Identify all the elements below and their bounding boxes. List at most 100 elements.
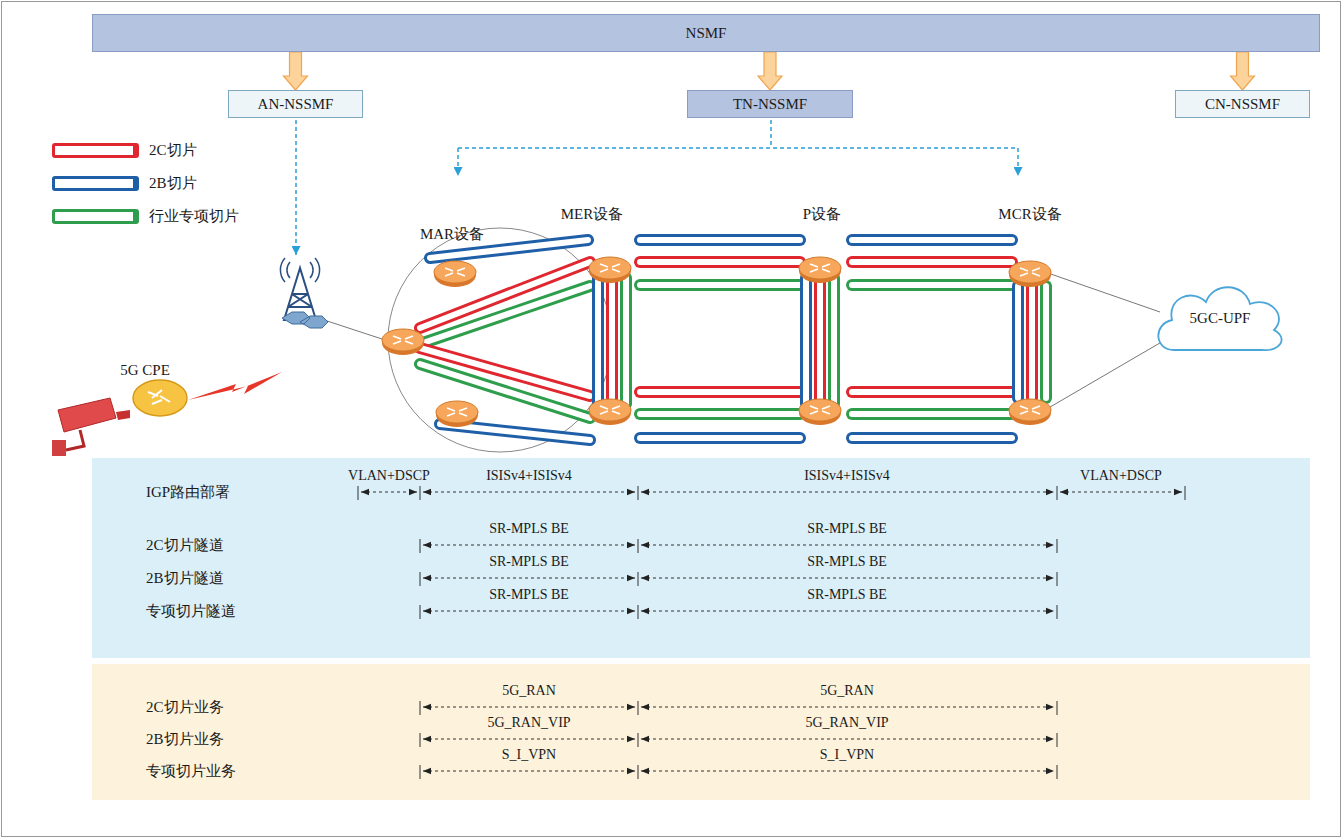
- span-arrow: [641, 492, 1054, 493]
- slice-tube-core: [1029, 286, 1035, 398]
- legend-swatch: [52, 176, 139, 191]
- span-label: S_I_VPN: [820, 747, 874, 763]
- legend-item: 2B切片: [52, 174, 197, 192]
- span-arrow: [641, 739, 1054, 740]
- span-label: 5G_RAN_VIP: [805, 715, 888, 731]
- slice-tube-core: [640, 259, 800, 265]
- block-arrow: [758, 52, 782, 90]
- slice-tube-core: [640, 411, 800, 417]
- router-icon: [436, 401, 478, 427]
- block-arrow: [284, 52, 308, 90]
- span-tick: [1057, 572, 1058, 586]
- legend-text: 行业专项切片: [149, 207, 239, 225]
- node-text: TN-NSSMF: [733, 95, 807, 113]
- slice-tube: [852, 279, 1012, 291]
- service-panel: [92, 664, 1310, 800]
- slice-tube-core: [1015, 286, 1021, 398]
- span-label: 5G_RAN_VIP: [487, 715, 570, 731]
- span-label: SR-MPLS BE: [807, 554, 887, 570]
- slice-tube: [606, 278, 618, 404]
- span-tick: [638, 539, 639, 553]
- span-tick: [358, 486, 359, 500]
- router-icon: [799, 399, 841, 425]
- slice-tube-core: [852, 237, 1012, 243]
- slice-tube: [800, 278, 812, 404]
- slice-tube-core: [420, 286, 590, 344]
- routing-panel: [92, 458, 1310, 658]
- router-icon: [589, 399, 631, 425]
- span-arrow: [423, 545, 635, 546]
- wire: [1045, 340, 1165, 410]
- manager-box: TN-NSSMF: [687, 90, 853, 118]
- slice-tube: [640, 256, 800, 268]
- span-label: S_I_VPN: [502, 747, 556, 763]
- slice-tube-core: [640, 282, 800, 288]
- base-station: [280, 258, 328, 328]
- slice-tube: [1026, 286, 1038, 398]
- wireless-link: [188, 372, 282, 400]
- slice-tube-core: [430, 240, 588, 258]
- span-tick: [638, 701, 639, 715]
- span-label: 5G_RAN: [502, 683, 556, 699]
- slice-tube-core: [803, 278, 809, 404]
- span-label: 5G_RAN: [820, 683, 874, 699]
- dashed-control-line: [1017, 148, 1019, 176]
- span-tick: [1057, 486, 1058, 500]
- span-arrow: [423, 771, 635, 772]
- legend-swatch: [52, 209, 139, 224]
- span-tick: [638, 605, 639, 619]
- slice-tube: [430, 240, 588, 258]
- slice-tube: [1012, 286, 1024, 398]
- wire: [318, 318, 385, 340]
- slice-tube-core: [609, 278, 615, 404]
- manager-box: AN-NSSMF: [228, 90, 363, 118]
- device-label: MAR设备: [420, 226, 484, 243]
- slice-tube: [852, 256, 1012, 268]
- span-arrow: [641, 611, 1054, 612]
- device-label: P设备: [803, 206, 841, 223]
- device-label: 5G CPE: [120, 362, 170, 379]
- span-label: SR-MPLS BE: [489, 521, 569, 537]
- slice-tube-core: [831, 278, 837, 404]
- slice-tube: [852, 408, 1012, 420]
- span-tick: [1057, 605, 1058, 619]
- slice-tube: [640, 386, 800, 398]
- span-arrow: [423, 492, 635, 493]
- row-label: 2B切片业务: [146, 731, 224, 748]
- span-label: SR-MPLS BE: [489, 554, 569, 570]
- slice-tube-core: [852, 411, 1012, 417]
- span-tick: [1057, 539, 1058, 553]
- span-label: ISISv4+ISISv4: [804, 468, 890, 484]
- span-arrow: [641, 578, 1054, 579]
- slice-tube-core: [640, 237, 800, 243]
- legend-item: 2C切片: [52, 141, 197, 159]
- span-tick: [420, 539, 421, 553]
- span-tick: [638, 733, 639, 747]
- slice-tube-core: [817, 278, 823, 404]
- slice-tube-core: [640, 389, 800, 395]
- device-label: MER设备: [561, 206, 624, 223]
- span-tick: [420, 486, 421, 500]
- span-tick: [420, 572, 421, 586]
- legend-text: 2B切片: [149, 174, 197, 192]
- span-arrow: [641, 545, 1054, 546]
- span-arrow: [423, 611, 635, 612]
- row-label: 2B切片隧道: [146, 570, 224, 587]
- span-tick: [1057, 765, 1058, 779]
- row-label: 专项切片业务: [146, 763, 236, 780]
- dashed-control-line: [458, 120, 1018, 148]
- dashed-control-line: [457, 148, 459, 176]
- span-tick: [638, 572, 639, 586]
- row-label: 2C切片隧道: [146, 537, 224, 554]
- slice-tube: [852, 386, 1012, 398]
- dashed-control-line: [295, 120, 297, 255]
- row-label: 专项切片隧道: [146, 603, 236, 620]
- slice-tube-core: [1043, 286, 1049, 398]
- router-icon: [434, 261, 476, 287]
- cpe-router: [133, 380, 187, 416]
- slice-tube-core: [852, 259, 1012, 265]
- span-tick: [638, 765, 639, 779]
- span-label: VLAN+DSCP: [348, 468, 430, 484]
- manager-box: NSMF: [92, 14, 1320, 52]
